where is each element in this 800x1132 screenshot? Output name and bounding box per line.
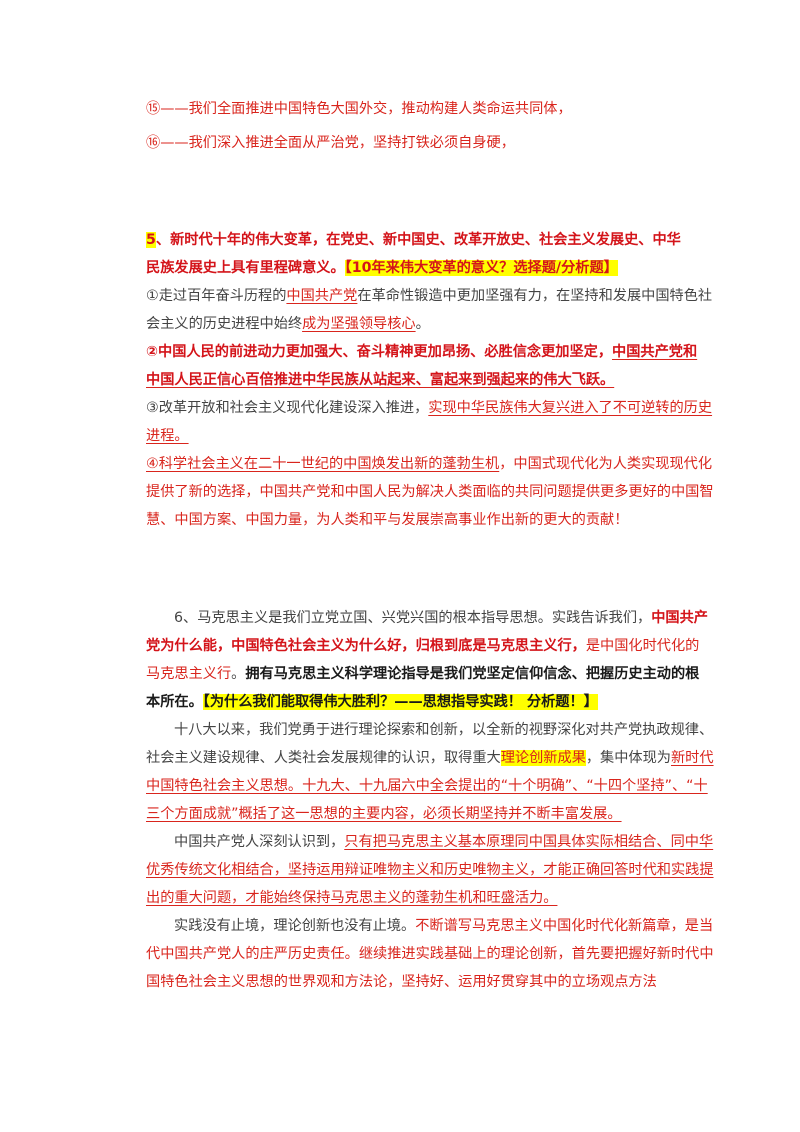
- point-1-line-1: ①走过百年奋斗历程的中国共产党在革命性锻造中更加坚强有力，在坚持和发展中国特色社: [146, 288, 713, 304]
- question-tag: 【10年来伟大变革的意义？选择题/分析题】: [344, 260, 618, 276]
- section-6: 6、马克思主义是我们立党立国、兴党兴国的根本指导思想。实践告诉我们，中国共产 党…: [146, 604, 714, 996]
- para-2-line-1: 十八大以来，我们党勇于进行理论探索和创新，以全新的视野深化对共产党执政规律、: [174, 722, 714, 738]
- point-1-line-2: 会主义的历史进程中始终成为坚强领导核心。: [146, 316, 430, 332]
- section-5-heading-line-2: 民族发展史上具有里程碑意义。【10年来伟大变革的意义？选择题/分析题】: [146, 260, 618, 276]
- item-15: ⑮——我们全面推进中国特色大国外交，推动构建人类命运共同体，: [146, 101, 572, 117]
- section-5: 5、新时代十年的伟大变革，在党史、新中国史、改革开放史、社会主义发展史、中华 民…: [146, 226, 714, 534]
- point-2-line-2: 中国人民正信心百倍推进中华民族从站起来、富起来到强起来的伟大飞跃。: [146, 372, 615, 388]
- section-6-line-2: 党为什么能，中国特色社会主义为什么好，归根到底是马克思主义行，是中国化时代化的: [146, 638, 700, 654]
- para-4-line-3: 国特色社会主义思想的世界观和方法论，坚持好、运用好贯穿其中的立场观点方法: [146, 974, 657, 990]
- point-2-line-1: ②中国人民的前进动力更加强大、奋斗精神更加昂扬、必胜信念更加坚定，中国共产党和: [146, 344, 698, 360]
- point-4-line-2: 提供了新的选择，中国共产党和中国人民为解决人类面临的共同问题提供更多更好的中国智: [146, 484, 714, 500]
- section-6-line-4: 本所在。【为什么我们能取得伟大胜利？——思想指导实践！ 分析题！】: [146, 694, 598, 710]
- para-4-line-2: 代中国共产党人的庄严历史责任。继续推进实践基础上的理论创新，首先要把握好新时代中: [146, 946, 714, 962]
- point-3-line-1: ③改革开放和社会主义现代化建设深入推进，实现中华民族伟大复兴进入了不可逆转的历史: [146, 400, 713, 416]
- para-4-line-1: 实践没有止境，理论创新也没有止境。不断谱写马克思主义中国化时代化新篇章，是当: [174, 918, 714, 934]
- analysis-tag: 【为什么我们能取得伟大胜利？——思想指导实践！ 分析题！】: [202, 694, 598, 710]
- para-2-line-2: 社会主义建设规律、人类社会发展规律的认识，取得重大理论创新成果，集中体现为新时代: [146, 750, 714, 766]
- section-6-line-1: 6、马克思主义是我们立党立国、兴党兴国的根本指导思想。实践告诉我们，中国共产: [174, 610, 708, 626]
- section-6-line-3: 马克思主义行。拥有马克思主义科学理论指导是我们党坚定信仰信念、把握历史主动的根: [146, 666, 700, 682]
- item-16: ⑯——我们深入推进全面从严治党，坚持打铁必须自身硬，: [146, 135, 515, 151]
- highlight-theory: 理论创新成果: [500, 750, 586, 766]
- para-3-line-3: 出的重大问题，才能始终保持马克思主义的蓬勃生机和旺盛活力。: [146, 890, 558, 906]
- para-2-line-3: 中国特色社会主义思想。十九大、十九届六中全会提出的“十个明确”、“十四个坚持”、…: [146, 778, 708, 794]
- para-2-line-4: 三个方面成就”概括了这一思想的主要内容，必须长期坚持并不断丰富发展。: [146, 806, 622, 822]
- para-3-line-1: 中国共产党人深刻认识到，只有把马克思主义基本原理同中国具体实际相结合、同中华: [174, 834, 714, 850]
- point-3-line-2: 进程。: [146, 428, 189, 444]
- section-number: 5: [146, 232, 156, 248]
- section-5-heading-line-1: 5、新时代十年的伟大变革，在党史、新中国史、改革开放史、社会主义发展史、中华: [146, 232, 681, 248]
- point-4-line-3: 慧、中国方案、中国力量，为人类和平与发展崇高事业作出新的更大的贡献！: [146, 512, 629, 528]
- para-3-line-2: 优秀传统文化相结合，坚持运用辩证唯物主义和历史唯物主义，才能正确回答时代和实践提: [146, 862, 714, 878]
- point-4-line-1: ④科学社会主义在二十一世纪的中国焕发出新的蓬勃生机，中国式现代化为人类实现现代化: [146, 456, 713, 472]
